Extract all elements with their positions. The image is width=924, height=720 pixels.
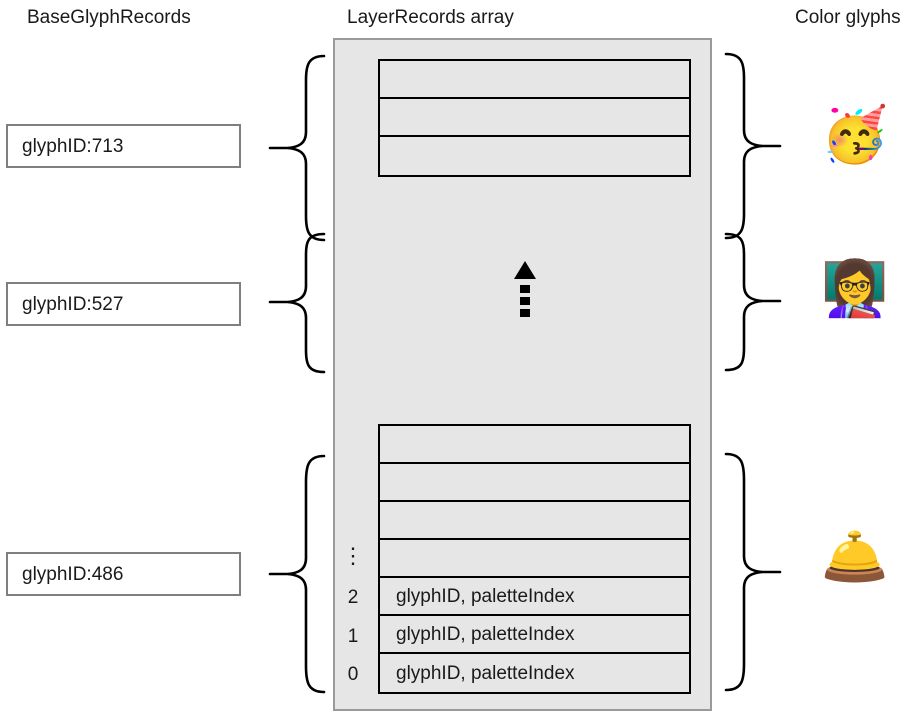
dotted-up-arrow-icon	[514, 261, 536, 317]
heading-base-glyph-records: BaseGlyphRecords	[27, 7, 191, 28]
right-brace-glyph-486	[724, 452, 782, 692]
base-glyph-record-box: glyphID:527	[6, 282, 241, 326]
right-brace-glyph-527	[724, 232, 782, 372]
layer-record-text: glyphID, paletteIndex	[396, 662, 575, 684]
base-glyph-record-label: glyphID:527	[22, 293, 124, 315]
layer-records-table-top	[378, 59, 691, 177]
layer-record-row	[380, 540, 689, 578]
base-glyph-record-box: glyphID:486	[6, 552, 241, 596]
layer-record-row	[380, 61, 689, 99]
layer-record-text: glyphID, paletteIndex	[396, 623, 575, 645]
layer-records-table-bottom: glyphID, paletteIndex glyphID, paletteIn…	[378, 424, 691, 694]
row-index-0: 0	[347, 664, 359, 685]
left-brace-glyph-527	[268, 232, 326, 374]
layer-record-text: glyphID, paletteIndex	[396, 585, 575, 607]
base-glyph-record-box: glyphID:713	[6, 124, 241, 168]
base-glyph-record-label: glyphID:713	[22, 135, 124, 157]
left-brace-glyph-486	[268, 454, 326, 694]
layer-record-row	[380, 137, 689, 175]
partying-face-emoji: 🥳	[821, 105, 889, 165]
left-brace-glyph-713	[268, 54, 326, 242]
layer-record-row	[380, 99, 689, 137]
woman-teacher-emoji: 👩‍🏫	[821, 259, 889, 319]
row-index-ellipsis: ⋮	[342, 543, 364, 568]
layer-record-row	[380, 502, 689, 540]
layer-record-row: glyphID, paletteIndex	[380, 654, 689, 692]
row-index-1: 1	[347, 626, 359, 647]
layer-record-row	[380, 464, 689, 502]
layer-record-row: glyphID, paletteIndex	[380, 616, 689, 654]
row-index-2: 2	[347, 587, 359, 608]
layer-record-row	[380, 426, 689, 464]
right-brace-glyph-713	[724, 52, 782, 240]
bellhop-bell-emoji: 🛎️	[821, 527, 889, 587]
base-glyph-record-label: glyphID:486	[22, 563, 124, 585]
layer-record-row: glyphID, paletteIndex	[380, 578, 689, 616]
heading-layer-records-array: LayerRecords array	[347, 7, 514, 28]
heading-color-glyphs: Color glyphs	[795, 7, 901, 28]
